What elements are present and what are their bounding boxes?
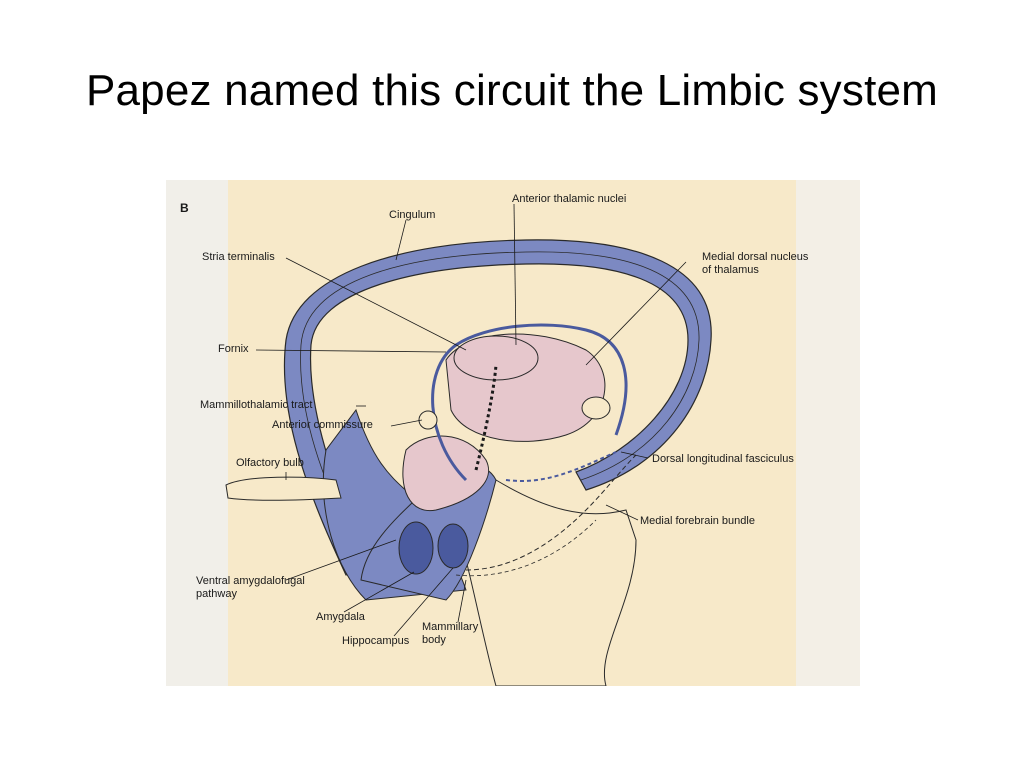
label-mammillothalamic-tract: Mammillothalamic tract — [200, 399, 312, 411]
hypothalamus — [402, 435, 489, 512]
amygdala-shape — [398, 521, 434, 575]
figure-left-margin — [166, 180, 228, 686]
label-cingulum: Cingulum — [389, 209, 435, 221]
label-stria-terminalis: Stria terminalis — [202, 251, 275, 263]
panel-letter: B — [180, 201, 189, 215]
anterior-thalamic-nuclei-shape — [453, 335, 539, 381]
label-medial-forebrain-bundle: Medial forebrain bundle — [640, 515, 755, 527]
posterior-structure — [581, 396, 611, 420]
olfactory-bulb-shape — [225, 476, 342, 501]
hippocampus-shape — [437, 523, 469, 569]
cingulum-fibers — [300, 251, 700, 569]
label-dorsal-longitudinal-fasciculus: Dorsal longitudinal fasciculus — [652, 453, 794, 465]
ventral-fibers — [455, 519, 597, 577]
label-mammillary-2: body — [422, 634, 446, 646]
label-amygdala: Amygdala — [316, 611, 366, 623]
brainstem-outline — [465, 479, 637, 686]
cingulum-band — [283, 239, 712, 576]
label-medial-dorsal-nucleus-1: Medial dorsal nucleus — [702, 251, 809, 263]
label-hippocampus: Hippocampus — [342, 635, 410, 647]
label-mammillary-1: Mammillary — [422, 621, 479, 633]
leader-lines — [255, 203, 687, 637]
label-medial-dorsal-nucleus-2: of thalamus — [702, 264, 759, 276]
label-anterior-thalamic-nuclei: Anterior thalamic nuclei — [512, 193, 626, 205]
label-olfactory-bulb: Olfactory bulb — [236, 457, 304, 469]
label-fornix: Fornix — [218, 343, 249, 355]
label-ventral-amygdalofugal-1: Ventral amygdalofugal — [196, 575, 305, 587]
label-ventral-amygdalofugal-2: pathway — [196, 588, 237, 600]
anterior-commissure-shape — [418, 410, 438, 430]
label-anterior-commissure: Anterior commissure — [272, 419, 373, 431]
figure-right-margin — [796, 180, 860, 686]
mammillothalamic-tract-path — [474, 364, 498, 471]
dorsal-longitudinal-fasciculus-path — [505, 451, 617, 482]
medial-forebrain-bundle-path — [465, 454, 637, 571]
limbic-diagram: B Cingulum Anterior thalamic nuclei Stri… — [166, 180, 860, 686]
slide-title: Papez named this circuit the Limbic syst… — [85, 66, 939, 115]
